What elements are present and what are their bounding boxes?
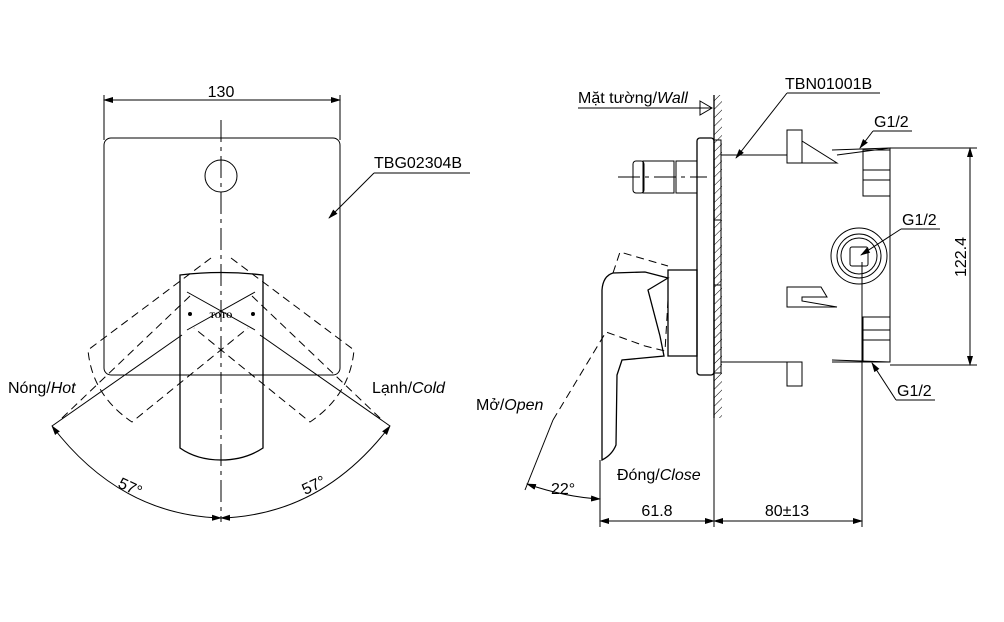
cold-angle-line — [259, 334, 391, 427]
stem-nut — [632, 160, 645, 194]
port-ring — [840, 237, 878, 275]
open-angle-arc — [526, 483, 601, 502]
hot-label: Nóng/Hot — [8, 380, 76, 397]
body-leader — [735, 92, 788, 159]
open-label: Mở/Open — [476, 397, 544, 414]
port-square — [849, 246, 869, 267]
lever-closed — [601, 271, 670, 462]
hot-angle-label: 57° — [115, 475, 144, 501]
handle-cold-position — [193, 257, 383, 423]
mount-ear-bottom — [786, 361, 803, 387]
toto-logo: TOTO — [210, 311, 233, 320]
port-top-label: G1/2 — [874, 114, 909, 131]
valve-body — [721, 129, 891, 363]
close-label: Đóng/Close — [617, 467, 701, 484]
wall-marker-icon — [699, 100, 713, 116]
port-middle — [830, 227, 888, 285]
depth-back-dim: 80±13 — [765, 503, 809, 520]
hot-angle-line — [51, 334, 183, 427]
cold-angle-label: 57° — [300, 473, 329, 499]
plate-code: TBG02304B — [374, 155, 462, 172]
open-angle-line — [524, 419, 554, 491]
screw-dot — [251, 312, 255, 316]
cold-angle-arc — [220, 425, 391, 521]
body-code: TBN01001B — [785, 76, 872, 93]
depth-front-dim: 61.8 — [641, 503, 672, 520]
cover-plate-side — [696, 137, 715, 376]
plate-leader — [328, 172, 375, 219]
front-view: 130 TOTO 57° 57° Nóng/Hot Lạnh/Cold TBG0… — [8, 84, 470, 522]
handle-hot-position — [59, 257, 249, 423]
width-dimension: 130 — [208, 84, 235, 101]
port-top — [862, 149, 891, 197]
lever-open — [552, 251, 669, 421]
handle-hub — [667, 269, 698, 357]
port-mid-label: G1/2 — [902, 212, 937, 229]
hot-angle-arc — [51, 425, 222, 521]
port-bottom-leader — [871, 362, 897, 401]
mount-clip — [786, 286, 838, 308]
mount-ear-top — [786, 129, 803, 164]
handle-edge — [186, 291, 256, 331]
cold-label: Lạnh/Cold — [372, 380, 446, 397]
open-angle-label: 22° — [551, 481, 575, 498]
height-dimension: 122.4 — [953, 237, 970, 277]
port-ring — [836, 233, 882, 279]
stem-body — [642, 160, 675, 194]
wall-hatch — [714, 95, 722, 418]
cover-plate — [103, 137, 341, 376]
port-mid-leader — [860, 228, 902, 256]
wall-label: Mặt tường/Wall — [578, 90, 688, 107]
port-top-leader — [859, 130, 874, 149]
port-bottom-label: G1/2 — [897, 383, 932, 400]
plate-gasket — [713, 139, 722, 374]
side-view: Mặt tường/Wall 22° Mở/O — [476, 76, 977, 527]
port-flare — [831, 147, 891, 363]
screw-dot — [188, 312, 192, 316]
